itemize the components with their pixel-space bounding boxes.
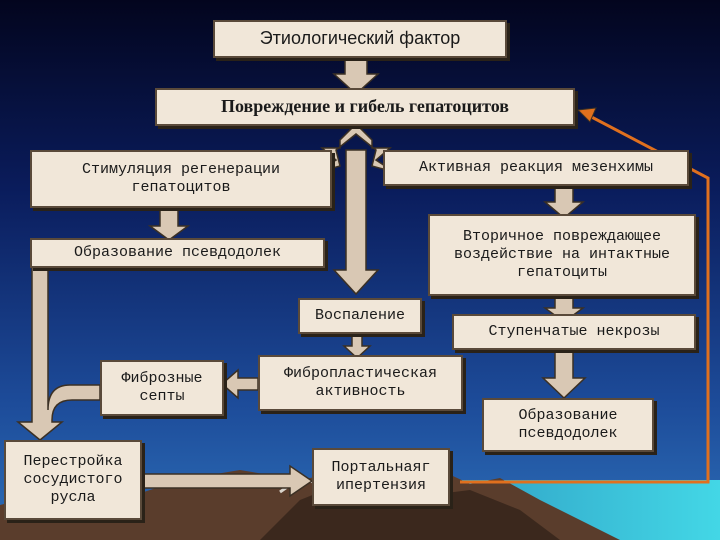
arrow-pseudolobules-to-restructuring	[15, 265, 101, 441]
arrow-mesench-to-secondary	[542, 185, 586, 219]
arrow-etiology-to-damage	[332, 57, 380, 96]
arrow-damage-to-inflammation	[332, 149, 380, 296]
feedback-loop-arrowhead	[576, 107, 597, 123]
node-stepped-necrosis: Ступенчатые некрозы	[452, 314, 696, 350]
arrow-restructuring-to-portal	[139, 464, 314, 498]
node-vascular-restructuring: Перестройка сосудистого русла	[4, 440, 142, 520]
arrow-fibroplastic-to-septa	[220, 368, 259, 400]
node-mesenchyme-reaction: Активная реакция мезенхимы	[383, 150, 689, 186]
arrow-damage-fork	[317, 122, 395, 173]
node-pseudolobules-right: Образование псевдодолек	[482, 398, 654, 452]
node-secondary-damage: Вторичное повреждающее воздействие на ин…	[428, 214, 696, 296]
feedback-loop-arrow	[460, 110, 710, 484]
node-fibroplastic-activity: Фибропластическая активность	[258, 355, 463, 411]
node-inflammation: Воспаление	[298, 298, 422, 334]
node-stimulation-regeneration: Стимуляция регенерации гепатоцитов	[30, 150, 332, 208]
node-fibrous-septa: Фиброзные септы	[100, 360, 224, 416]
node-portal-hypertension: Портальнаяг ипертензия	[312, 448, 450, 506]
node-damage: Повреждение и гибель гепатоцитов	[155, 88, 575, 126]
arrow-stim-to-pseudolobules	[147, 209, 191, 241]
node-etiology: Этиологический фактор	[213, 20, 507, 58]
arrow-necrosis-to-pseudolobules	[541, 351, 587, 400]
arrow-inflammation-to-fibroplastic	[342, 333, 372, 360]
node-pseudolobules-left: Образование псевдодолек	[30, 238, 325, 268]
